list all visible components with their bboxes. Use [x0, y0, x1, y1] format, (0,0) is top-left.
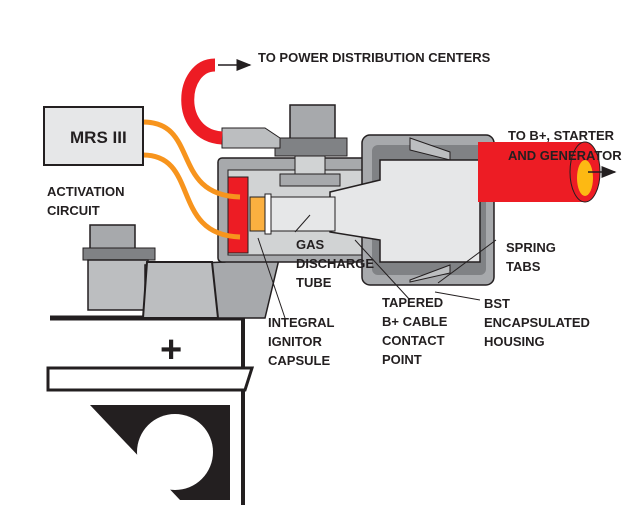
activation-wire-1	[142, 119, 241, 200]
top-bolt	[274, 104, 348, 187]
label-to-b-plus-2: AND GENERATOR	[508, 148, 622, 163]
ignitor-capsule	[249, 196, 266, 232]
mrs-iii-module	[43, 106, 144, 166]
leader-lines	[257, 214, 497, 319]
label-power-distribution: TO POWER DISTRIBUTION CENTERS	[258, 50, 491, 65]
ignitor-connector	[227, 176, 249, 254]
battery-post	[141, 261, 220, 319]
label-to-b-plus-1: TO B+, STARTER	[508, 128, 615, 143]
mrs-label: MRS III	[70, 128, 127, 147]
label-tapered-3: CONTACT	[382, 333, 445, 348]
spring-tab-bottom	[409, 264, 451, 283]
tapered-contact	[329, 159, 481, 263]
label-tapered-4: POINT	[382, 352, 422, 367]
activation-wire-2	[142, 152, 241, 240]
label-tapered-2: B+ CABLE	[382, 314, 448, 329]
label-gas-1: GAS	[296, 237, 325, 252]
label-ignitor-2: IGNITOR	[268, 334, 323, 349]
label-bst-3: HOUSING	[484, 334, 545, 349]
clamp-bolt	[82, 224, 156, 311]
battery	[46, 315, 255, 505]
label-gas-2: DISCHARGE	[296, 256, 374, 271]
label-spring-1: SPRING	[506, 240, 556, 255]
label-ignitor-1: INTEGRAL	[268, 315, 335, 330]
label-activation-2: CIRCUIT	[47, 203, 100, 218]
cable-core	[577, 160, 593, 196]
label-bst-2: ENCAPSULATED	[484, 315, 590, 330]
label-spring-2: TABS	[506, 259, 541, 274]
label-tapered-1: TAPERED	[382, 295, 443, 310]
label-bst-1: BST	[484, 296, 510, 311]
plus-sign: +	[160, 329, 182, 371]
power-distribution-cable	[181, 58, 224, 145]
label-gas-3: TUBE	[296, 275, 332, 290]
ring-lug	[221, 127, 281, 149]
label-activation-1: ACTIVATION	[47, 184, 125, 199]
label-ignitor-3: CAPSULE	[268, 353, 330, 368]
gas-discharge-tube	[264, 196, 336, 232]
